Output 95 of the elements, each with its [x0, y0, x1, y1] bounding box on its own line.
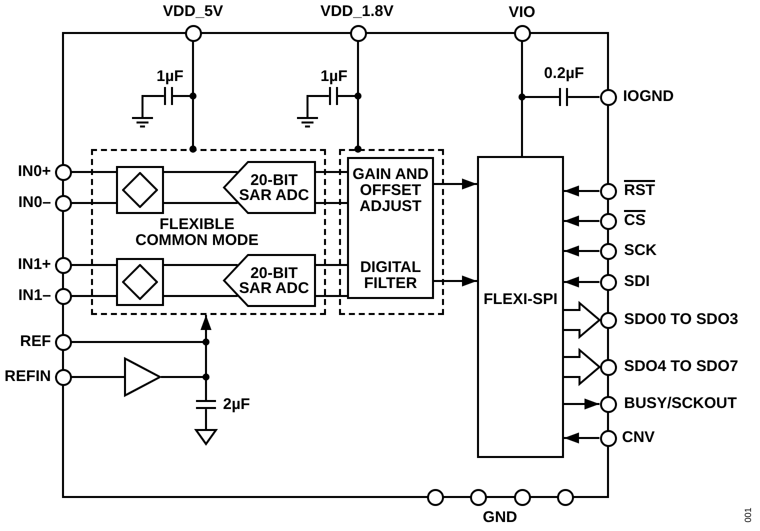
wire [72, 202, 116, 204]
wire [142, 95, 164, 117]
pin-label: REFIN [4, 368, 51, 386]
block-label: 20-BIT SAR ADC [238, 266, 310, 296]
pin-circle [54, 164, 72, 180]
pin-circle [54, 256, 72, 274]
capacitor-value: 2µF [223, 396, 250, 414]
processing-block [347, 157, 434, 299]
pin-circle [600, 312, 616, 328]
pin-circle [54, 194, 72, 212]
wire [306, 95, 329, 117]
wire [72, 376, 124, 378]
signal-arrow [564, 398, 600, 410]
pin-label: SCK [624, 242, 657, 260]
adc-block [223, 254, 316, 307]
pin-label: SDO0 TO SDO3 [624, 311, 738, 329]
region-label: FLEXIBLE COMMON MODE [134, 217, 260, 249]
ground-symbol [132, 117, 153, 128]
block-label: FLEXI-SPI [482, 292, 559, 308]
wire [205, 409, 207, 429]
wire [164, 202, 238, 204]
wire [316, 202, 347, 204]
wire [72, 264, 116, 266]
pin-label: CNV [622, 429, 655, 447]
wire [316, 295, 347, 297]
signal-arrow [564, 432, 600, 444]
signal-arrow [564, 216, 600, 226]
pin-circle [600, 182, 616, 200]
signal-arrow [564, 246, 600, 256]
figure-number: 001 [743, 507, 753, 523]
pin-circle [600, 274, 616, 290]
wire [164, 171, 238, 173]
pin-circle [600, 358, 616, 376]
pin-label: REF [20, 333, 51, 351]
pin-circle [54, 368, 72, 386]
capacitor-symbol [164, 87, 173, 105]
pin-label: IN1+ [18, 256, 51, 274]
capacitor-symbol [196, 400, 216, 409]
wire [72, 295, 116, 297]
diamond-symbol-box [116, 258, 164, 306]
ground-symbol [297, 117, 318, 128]
capacitor-symbol [329, 87, 338, 105]
dashed-region [91, 149, 326, 315]
block-label: GAIN AND OFFSET ADJUST [351, 167, 430, 215]
capacitor-value: 0.2µF [544, 65, 584, 83]
pin-label: SDI [624, 273, 650, 291]
signal-arrow [434, 178, 477, 190]
pin-circle [184, 24, 202, 42]
signal-arrow [434, 276, 477, 286]
pin-circle [600, 88, 616, 106]
pin-label: IN0– [18, 194, 51, 212]
signal-arrow [564, 186, 600, 196]
wire [164, 264, 238, 266]
block-label: 20-BIT SAR ADC [238, 172, 310, 202]
bus-arrow [563, 348, 602, 386]
pin-label: VIO [508, 4, 536, 22]
pin-label: RST [624, 182, 655, 200]
pin-circle [470, 488, 486, 506]
pin-circle [556, 488, 574, 506]
block-label: DIGITAL FILTER [359, 260, 422, 292]
pin-circle [350, 24, 366, 42]
pin-circle [54, 288, 72, 304]
pin-label: BUSY/SCKOUT [624, 395, 737, 413]
pin-circle [426, 488, 444, 506]
pin-label: IN0+ [18, 163, 51, 181]
pin-circle [600, 212, 616, 230]
wire [316, 171, 347, 173]
buffer-triangle [124, 357, 161, 397]
adc-block [223, 161, 316, 214]
wire [316, 264, 347, 266]
diamond-symbol-box [116, 166, 164, 214]
pin-circle [514, 24, 530, 42]
bus-arrow [563, 300, 602, 340]
pin-circle [514, 488, 530, 506]
pin-label: IOGND [623, 88, 674, 106]
pin-label: VDD_5V [162, 3, 224, 21]
pin-label: CS [624, 212, 646, 230]
wire [164, 295, 238, 297]
capacitor-value: 1µF [156, 68, 184, 86]
pin-label: VDD_1.8V [320, 3, 394, 21]
capacitor-symbol [559, 88, 568, 106]
pin-label: SDO4 TO SDO7 [624, 358, 738, 376]
pin-label: IN1– [18, 287, 51, 305]
ground-symbol [195, 429, 217, 445]
wire [568, 96, 600, 98]
pin-circle [54, 334, 72, 350]
pin-circle [600, 430, 616, 446]
signal-arrow [564, 276, 600, 288]
pin-label: GND [482, 509, 518, 527]
dashed-region [339, 149, 444, 315]
capacitor-value: 1µF [320, 68, 348, 86]
wire [72, 171, 116, 173]
pin-circle [600, 242, 616, 260]
pin-circle [600, 396, 616, 412]
interface-block [477, 156, 564, 458]
